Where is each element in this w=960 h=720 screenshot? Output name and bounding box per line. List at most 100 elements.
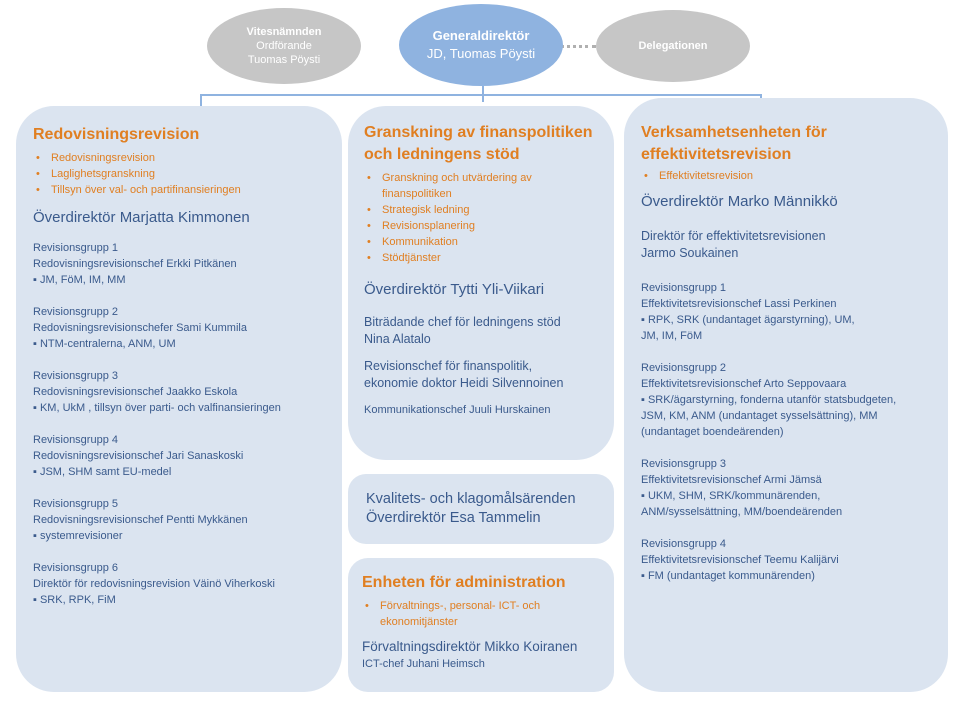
- performance-audit-director: Direktör för effektivitetsrevisionen Jar…: [641, 228, 938, 262]
- group-scope: ▪ FM (undantaget kommunärenden): [641, 570, 815, 582]
- performance-audit-title-line: Verksamhetsenheten för: [641, 124, 827, 141]
- task-item: Kommunikation: [364, 234, 602, 250]
- fiscal-policy-panel: Granskning av finanspolitiken och lednin…: [348, 106, 614, 460]
- audit-group: Revisionsgrupp 4 Redovisningsrevisionsch…: [33, 432, 328, 480]
- task-item: Strategisk ledning: [364, 202, 602, 218]
- board-oval: Vitesnämnden Ordförande Tuomas Pöysti: [207, 8, 361, 84]
- performance-audit-tasks: Effektivitetsrevision: [641, 168, 938, 184]
- group-chief: Effektivitetsrevisionschef Armi Jämsä: [641, 474, 822, 486]
- connector-left-drop: [200, 94, 202, 108]
- audit-group: Revisionsgrupp 2 Effektivitetsrevisionsc…: [641, 360, 938, 440]
- group-chief: Redovisningsrevisionschef Jaakko Eskola: [33, 386, 238, 398]
- administration-head: Förvaltningsdirektör Mikko Koiranen: [362, 639, 578, 654]
- deputy-chief: Biträdande chef för ledningens stöd Nina…: [364, 314, 602, 348]
- audit-group: Revisionsgrupp 6 Direktör för redovisnin…: [33, 560, 328, 608]
- group-chief: Direktör för redovisningsrevision Väinö …: [33, 578, 275, 590]
- group-scope: ▪ JSM, SHM samt EU-medel: [33, 466, 172, 478]
- group-scope: ▪ systemrevisioner: [33, 530, 123, 542]
- task-item: Stödtjänster: [364, 250, 602, 266]
- board-name: Tuomas Pöysti: [247, 54, 321, 66]
- financial-audit-panel: Redovisningsrevision Redovisningsrevisio…: [16, 106, 342, 692]
- quality-complaints-panel: Kvalitets- och klagomålsärenden Överdire…: [348, 474, 614, 544]
- quality-complaints-head: Överdirektör Esa Tammelin: [366, 510, 541, 526]
- communications-chief: Kommunikationschef Juuli Hurskainen: [364, 404, 551, 416]
- group-name: Revisionsgrupp 2: [33, 306, 118, 318]
- task-item: Effektivitetsrevision: [641, 168, 938, 184]
- performance-audit-panel: Verksamhetsenheten för effektivitetsrevi…: [624, 98, 948, 692]
- financial-audit-head: Överdirektör Marjatta Kimmonen: [33, 209, 250, 226]
- ict-chief: ICT-chef Juhani Heimsch: [362, 658, 485, 670]
- performance-audit-title-line: effektivitetsrevision: [641, 146, 792, 163]
- group-name: Revisionsgrupp 4: [33, 434, 118, 446]
- audit-group: Revisionsgrupp 2 Redovisningsrevisionsch…: [33, 304, 328, 352]
- task-item: Förvaltnings-, personal- ICT- och ekonom…: [362, 598, 604, 630]
- group-scope: JM, IM, FöM: [641, 330, 703, 342]
- group-chief: Effektivitetsrevisionschef Arto Seppovaa…: [641, 378, 847, 390]
- director-general-title: Generaldirektör: [432, 28, 530, 43]
- fiscal-policy-title-line: Granskning av finanspolitiken: [364, 124, 593, 141]
- director-role: Direktör för effektivitetsrevisionen: [641, 229, 826, 243]
- task-item: Tillsyn över val- och partifinansieringe…: [33, 182, 328, 198]
- connector-horizontal: [200, 94, 762, 96]
- group-scope: ANM/sysselsättning, MM/boendeärenden: [641, 506, 843, 518]
- director-name: Jarmo Soukainen: [641, 246, 739, 260]
- task-item: Laglighetsgranskning: [33, 166, 328, 182]
- group-name: Revisionsgrupp 3: [33, 370, 118, 382]
- audit-group: Revisionsgrupp 5 Redovisningsrevisionsch…: [33, 496, 328, 544]
- board-title: Vitesnämnden: [246, 26, 322, 38]
- audit-group: Revisionsgrupp 1 Redovisningsrevisionsch…: [33, 240, 328, 288]
- audit-group: Revisionsgrupp 3 Effektivitetsrevisionsc…: [641, 456, 938, 520]
- financial-audit-title: Redovisningsrevision: [33, 126, 200, 143]
- deputy-chief-role: Biträdande chef för ledningens stöd: [364, 315, 561, 329]
- group-chief: Redovisningsrevisionschef Erkki Pitkänen: [33, 258, 237, 270]
- fiscal-policy-head: Överdirektör Tytti Yli-Viikari: [364, 281, 545, 298]
- group-chief: Effektivitetsrevisionschef Lassi Perkine…: [641, 298, 837, 310]
- fiscal-audit-chief: Revisionschef för finanspolitik, ekonomi…: [364, 358, 602, 392]
- group-chief: Effektivitetsrevisionschef Teemu Kalijär…: [641, 554, 839, 566]
- group-scope: ▪ JM, FöM, IM, MM: [33, 274, 126, 286]
- group-name: Revisionsgrupp 5: [33, 498, 118, 510]
- group-scope: ▪ NTM-centralerna, ANM, UM: [33, 338, 176, 350]
- group-chief: Redovisningsrevisionschefer Sami Kummila: [33, 322, 247, 334]
- group-scope: ▪ KM, UkM , tillsyn över parti- och valf…: [33, 402, 281, 414]
- fiscal-policy-tasks: Granskning och utvärdering av finanspoli…: [364, 170, 602, 266]
- director-general-name: JD, Tuomas Pöysti: [426, 46, 536, 61]
- fiscal-audit-chief-name: ekonomie doktor Heidi Silvennoinen: [364, 376, 564, 390]
- director-general-oval: Generaldirektör JD, Tuomas Pöysti: [399, 4, 563, 86]
- fiscal-policy-title-line: och ledningens stöd: [364, 146, 520, 163]
- task-item: Granskning och utvärdering av finanspoli…: [364, 170, 602, 202]
- group-scope: ▪ UKM, SHM, SRK/kommunärenden,: [641, 490, 821, 502]
- group-scope: JSM, KM, ANM (undantaget sysselsättning)…: [641, 410, 878, 422]
- audit-group: Revisionsgrupp 4 Effektivitetsrevisionsc…: [641, 536, 938, 584]
- administration-tasks: Förvaltnings-, personal- ICT- och ekonom…: [362, 598, 604, 630]
- administration-panel: Enheten för administration Förvaltnings-…: [348, 558, 614, 692]
- group-name: Revisionsgrupp 1: [641, 282, 726, 294]
- group-name: Revisionsgrupp 6: [33, 562, 118, 574]
- financial-audit-tasks: Redovisningsrevision Laglighetsgransknin…: [33, 150, 328, 198]
- board-role: Ordförande: [256, 40, 312, 52]
- task-item: Revisionsplanering: [364, 218, 602, 234]
- audit-group: Revisionsgrupp 1 Effektivitetsrevisionsc…: [641, 280, 938, 344]
- audit-group: Revisionsgrupp 3 Redovisningsrevisionsch…: [33, 368, 328, 416]
- group-chief: Redovisningsrevisionschef Jari Sanaskosk…: [33, 450, 244, 462]
- group-name: Revisionsgrupp 3: [641, 458, 726, 470]
- group-scope: ▪ RPK, SRK (undantaget ägarstyrning), UM…: [641, 314, 855, 326]
- task-item: Redovisningsrevision: [33, 150, 328, 166]
- group-name: Revisionsgrupp 1: [33, 242, 118, 254]
- delegation-title: Delegationen: [638, 40, 708, 52]
- group-scope: ▪ SRK, RPK, FiM: [33, 594, 116, 606]
- performance-audit-head: Överdirektör Marko Männikkö: [641, 193, 838, 210]
- quality-complaints-title: Kvalitets- och klagomålsärenden: [366, 491, 576, 507]
- fiscal-policy-title: Granskning av finanspolitiken och lednin…: [364, 122, 602, 166]
- group-name: Revisionsgrupp 2: [641, 362, 726, 374]
- connector-dotted: [560, 45, 596, 48]
- administration-title: Enheten för administration: [362, 574, 566, 591]
- performance-audit-title: Verksamhetsenheten för effektivitetsrevi…: [641, 122, 938, 166]
- group-scope: (undantaget boendeärenden): [641, 426, 784, 438]
- fiscal-audit-chief-role: Revisionschef för finanspolitik,: [364, 359, 533, 373]
- deputy-chief-name: Nina Alatalo: [364, 332, 431, 346]
- group-scope: ▪ SRK/ägarstyrning, fonderna utanför sta…: [641, 394, 897, 406]
- delegation-oval: Delegationen: [596, 10, 750, 82]
- group-chief: Redovisningsrevisionschef Pentti Mykkäne…: [33, 514, 248, 526]
- group-name: Revisionsgrupp 4: [641, 538, 726, 550]
